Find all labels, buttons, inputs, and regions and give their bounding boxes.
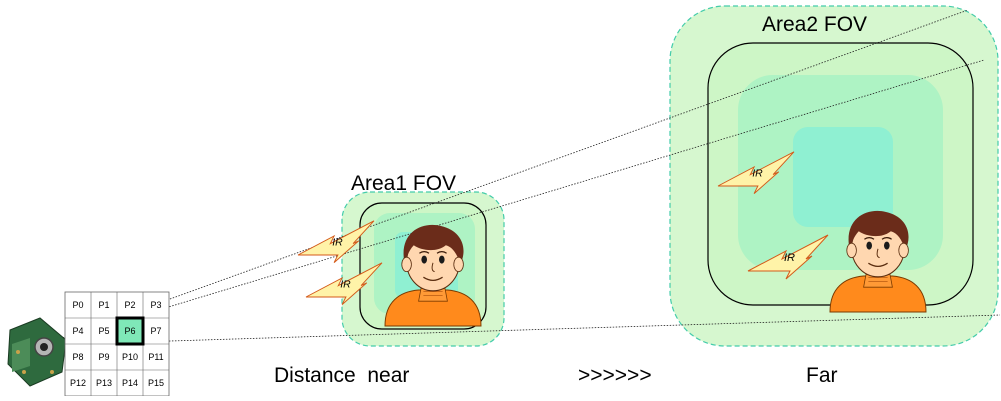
- ir-label: IR: [784, 252, 795, 264]
- pixel-cell-p5: P5: [98, 326, 109, 336]
- pixel-cell-p8: P8: [72, 352, 83, 362]
- distance-near-label: Distance near: [274, 364, 409, 387]
- ir-bolt-near-lower-icon: IR: [305, 262, 383, 305]
- arrows-label: >>>>>>: [578, 364, 652, 387]
- pixel-cell-p6: P6: [124, 326, 135, 336]
- pixel-cell-p7: P7: [150, 326, 161, 336]
- pixel-cell-p2: P2: [124, 300, 135, 310]
- area2-inner-fov: [793, 127, 893, 227]
- far-label: Far: [806, 364, 838, 387]
- pixel-cell-p13: P13: [96, 378, 112, 388]
- sight-lines: [42, 9, 1001, 346]
- pixel-cell-p1: P1: [98, 300, 109, 310]
- area1-fov-label: Area1 FOV: [351, 172, 456, 195]
- highlighted-pixel: [115, 316, 145, 346]
- sensor-device-icon: [7, 317, 67, 387]
- pixel-cell-p11: P11: [148, 352, 163, 362]
- pixel-cell-p9: P9: [98, 352, 109, 362]
- pixel-cell-p3: P3: [150, 300, 161, 310]
- pixel-cell-p10: P10: [122, 352, 138, 362]
- ir-bolt-near-upper-icon: IR: [297, 220, 375, 263]
- pixel-cell-p4: P4: [72, 326, 83, 336]
- ir-bolts: IR IR IR IR: [297, 151, 829, 305]
- ir-bolt-far-upper-icon: IR: [717, 151, 795, 194]
- person-far-icon: [829, 210, 927, 313]
- pixel-cell-p15: P15: [148, 378, 164, 388]
- ir-label: IR: [340, 280, 351, 291]
- ir-label: IR: [332, 238, 343, 249]
- pixel-cell-p12: P12: [70, 378, 86, 388]
- pixel-cell-p14: P14: [122, 378, 138, 388]
- area2-fov-label: Area2 FOV: [762, 13, 867, 36]
- person-near-icon: [384, 224, 482, 327]
- ir-label: IR: [752, 169, 763, 180]
- ir-bolt-far-lower-icon: IR: [747, 234, 829, 280]
- pixel-cell-p0: P0: [72, 300, 83, 310]
